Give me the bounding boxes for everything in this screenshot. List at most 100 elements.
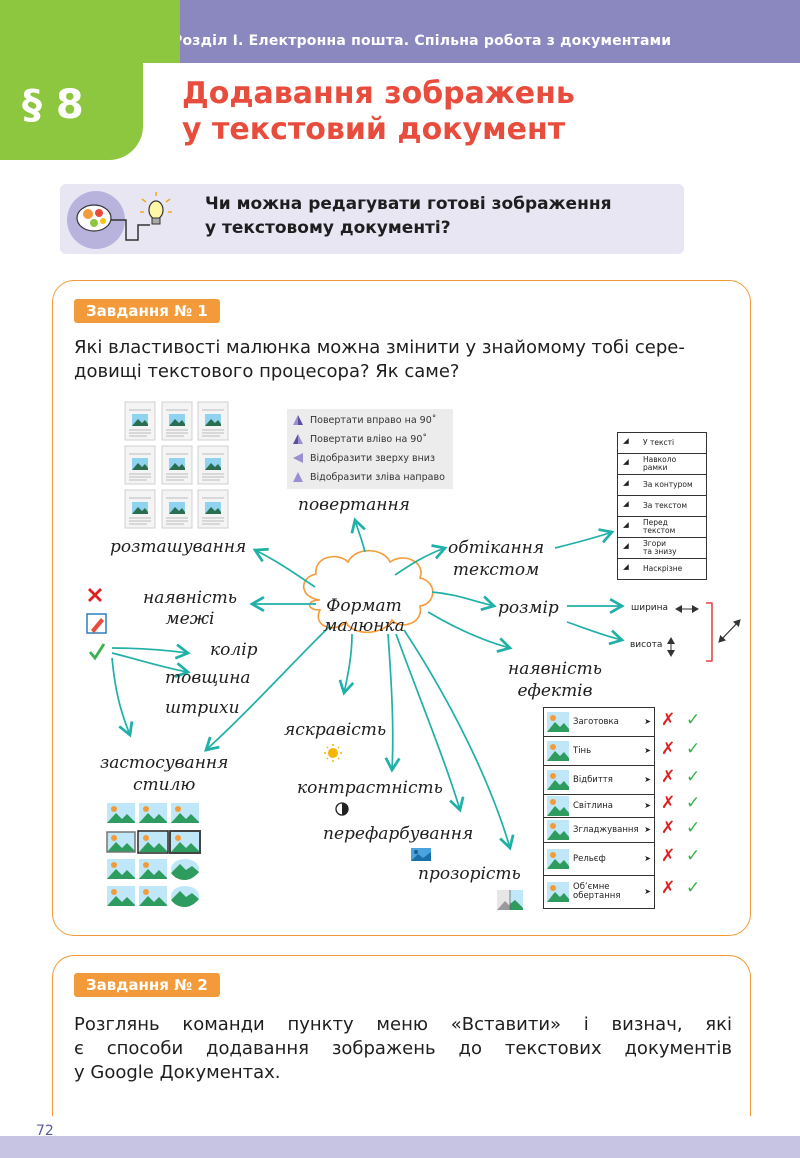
check-icon: ✓ (686, 710, 701, 730)
wrap-label-line-1: обтікання (448, 538, 545, 558)
flip-horizontal-item: Відобразити зліва направо (287, 468, 445, 486)
style-label-line-1: застосування (100, 753, 229, 773)
style-label-line-2: стилю (132, 775, 196, 795)
placement-label: розташування (110, 537, 247, 557)
size-label: розмір (498, 598, 559, 618)
rotate-left-label: Повертати вліво на 90˚ (310, 433, 428, 445)
effect-row: Рельєф ➤ (544, 843, 654, 876)
effect-preview-icon (547, 882, 569, 902)
check-icon: ✓ (686, 793, 701, 813)
effect-label: Тінь (573, 745, 592, 756)
task-1-box (52, 280, 751, 936)
question-line-2: у текстовому документі? (205, 218, 451, 238)
rotate-right-icon (293, 415, 303, 425)
effect-preview-icon (547, 741, 569, 761)
check-icon: ✓ (686, 767, 701, 787)
chevron-right-icon: ➤ (644, 746, 651, 755)
wrap-option-icon: ◢ (623, 541, 629, 550)
effects-label: наявність ефектів (508, 658, 602, 702)
check-icon: ✓ (686, 878, 701, 898)
wrap-row: ◢ У тексті (618, 433, 706, 454)
wrap-option-label: Перед (643, 518, 668, 527)
flip-vertical-icon (293, 453, 303, 463)
page-number: 72 (36, 1123, 54, 1139)
cross-icon: ✗ (661, 739, 676, 759)
cross-icon: ✗ (661, 846, 676, 866)
wrap-option-label: Навколо (643, 455, 677, 464)
wrap-option-icon: ◢ (623, 562, 629, 571)
chevron-right-icon: ➤ (644, 801, 651, 810)
task-1-text-line-1: Які властивості малюнка можна змінити у … (74, 337, 685, 358)
style-label: застосування стилю (100, 752, 228, 796)
effect-preview-icon (547, 770, 569, 790)
section-title: Розділ І. Електронна пошта. Спільна робо… (172, 33, 672, 49)
wrap-option-icon: ◢ (623, 478, 629, 487)
check-icon: ✓ (686, 739, 701, 759)
paragraph-number: § 8 (22, 82, 84, 128)
page-title-line-1: Додавання зображень (182, 76, 575, 111)
effect-label: Відбиття (573, 774, 613, 785)
border-label-line-1: наявність (143, 588, 238, 608)
cross-icon: ✗ (661, 818, 676, 838)
page-title-line-2: у текстовий документ (182, 112, 566, 147)
flip-vertical-label: Відобразити зверху вниз (310, 452, 436, 464)
wrap-option-label: Наскрізне (643, 564, 683, 573)
wrap-row: ◢ Наскрізне (618, 559, 706, 579)
wrap-row: ◢За текстом (618, 496, 706, 517)
rotate-right-item: Повертати вправо на 90˚ (287, 411, 437, 429)
effect-preview-icon (547, 849, 569, 869)
effect-label: Світлина (573, 800, 613, 811)
wrap-option-icon: ◢ (623, 520, 629, 529)
width-label: ширина (631, 603, 669, 613)
page-title: Додавання зображень у текстовий документ (182, 76, 575, 148)
paragraph-tab-extension (100, 0, 180, 63)
rotate-left-icon (293, 434, 303, 444)
cross-icon: ✗ (661, 710, 676, 730)
rotate-left-item: Повертати вліво на 90˚ (287, 430, 427, 448)
question-text: Чи можна редагувати готові зображення у … (205, 192, 612, 240)
effects-label-line-2: ефектів (517, 681, 593, 701)
chevron-right-icon: ➤ (644, 825, 651, 834)
effect-label: Згладжування (573, 824, 639, 835)
wrap-option-label: У тексті (643, 438, 675, 447)
wrap-option-label: За контуром (643, 480, 693, 489)
wrap-option-label-2: рамки (643, 463, 668, 472)
chevron-right-icon: ➤ (644, 854, 651, 863)
task-2-text-line-2: є способи додавання зображень до текстов… (74, 1038, 732, 1059)
rotate-right-label: Повертати вправо на 90˚ (310, 414, 437, 426)
footer-bar (0, 1136, 800, 1158)
effect-row: Тінь ➤ (544, 737, 654, 766)
contrast-label: контрастність (297, 778, 443, 798)
wrap-option-label-2: та знизу (643, 547, 677, 556)
rotation-label: повертання (298, 495, 410, 515)
chevron-right-icon: ➤ (644, 775, 651, 784)
wrap-option-icon: ◢ (623, 499, 629, 508)
effect-row: Світлина ➤ (544, 795, 654, 818)
effect-label: Заготовка (573, 716, 619, 727)
thickness-label: товщина (165, 668, 251, 688)
question-band (60, 184, 684, 254)
transparency-label: прозорість (418, 864, 521, 884)
question-line-1: Чи можна редагувати готові зображення (205, 194, 612, 214)
task-1-text-line-2: довищі текстового процесора? Як саме? (74, 361, 460, 382)
effect-label: Рельєф (573, 853, 606, 864)
task-1-badge: Завдання № 1 (74, 299, 220, 323)
wrap-option-icon: ◢ (623, 436, 629, 445)
effects-label-line-1: наявність (508, 659, 603, 679)
check-icon: ✓ (686, 818, 701, 838)
wrap-row: ◢ За контуром (618, 475, 706, 496)
cross-icon: ✗ (661, 793, 676, 813)
effects-table: Заготовка ➤ Тінь ➤ Відбиття ➤ Світлина ➤ Згл… (543, 707, 655, 909)
cross-icon: ✗ (661, 878, 676, 898)
flip-horizontal-icon (293, 472, 303, 482)
flip-vertical-item: Відобразити зверху вниз (287, 449, 435, 467)
brain-lightbulb-icon (67, 191, 172, 249)
task-2-text-line-1: Розглянь команди пункту меню «Вставити» … (74, 1014, 732, 1035)
brightness-label: яскравість (284, 720, 387, 740)
effect-row: Відбиття ➤ (544, 766, 654, 795)
effect-label: Об’ємне (573, 882, 610, 892)
